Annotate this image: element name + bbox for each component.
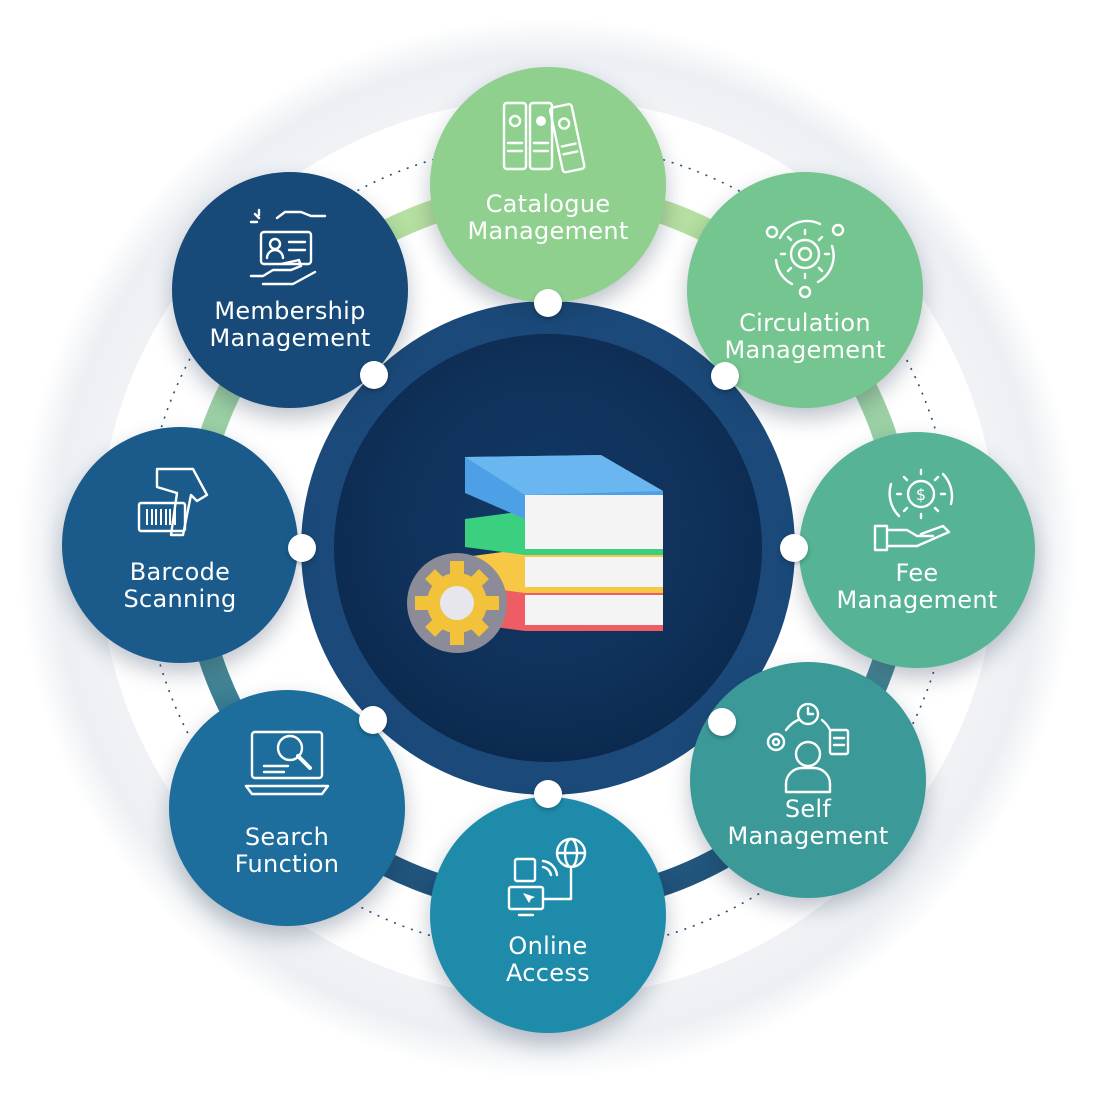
module-label-line2: Function xyxy=(234,850,340,878)
module-label-line2: Management xyxy=(209,324,371,352)
gear-cycle-icon xyxy=(760,216,850,304)
connector-dot-top-right xyxy=(711,362,739,390)
module-label-line1: Self xyxy=(784,795,832,823)
online-access-icon xyxy=(503,835,593,921)
module-label-line2: Scanning xyxy=(123,585,237,613)
fee-hand-gear-icon: $ xyxy=(869,466,965,560)
module-label-line2: Management xyxy=(727,822,889,850)
connector-dot-right xyxy=(780,534,808,562)
connector-dot-top xyxy=(534,289,562,317)
barcode-scanner-icon xyxy=(135,465,225,545)
module-label-line2: Management xyxy=(836,586,998,614)
connector-dot-bottom-right xyxy=(708,708,736,736)
module-label-line1: Search xyxy=(244,823,330,851)
self-management-person-icon xyxy=(760,700,856,800)
membership-card-icon xyxy=(247,204,333,294)
books-with-gear-icon xyxy=(407,455,663,653)
connector-dot-bottom-left xyxy=(359,706,387,734)
module-label-line1: Catalogue xyxy=(485,190,611,218)
module-label-line1: Fee xyxy=(895,559,939,587)
connector-dot-bottom xyxy=(534,780,562,808)
module-label-line1: Membership xyxy=(214,297,366,325)
module-label-line1: Online xyxy=(508,932,588,960)
connector-dot-left xyxy=(288,534,316,562)
connector-dot-top-left xyxy=(360,361,388,389)
module-label-line1: Circulation xyxy=(739,309,871,337)
module-label-line1: Barcode xyxy=(129,558,231,586)
svg-text:$: $ xyxy=(916,485,926,504)
module-label-line2: Management xyxy=(724,336,886,364)
module-label-line2: Access xyxy=(506,959,590,987)
module-label-line2: Management xyxy=(467,217,629,245)
binders-icon xyxy=(498,97,598,181)
laptop-search-icon xyxy=(244,726,330,802)
